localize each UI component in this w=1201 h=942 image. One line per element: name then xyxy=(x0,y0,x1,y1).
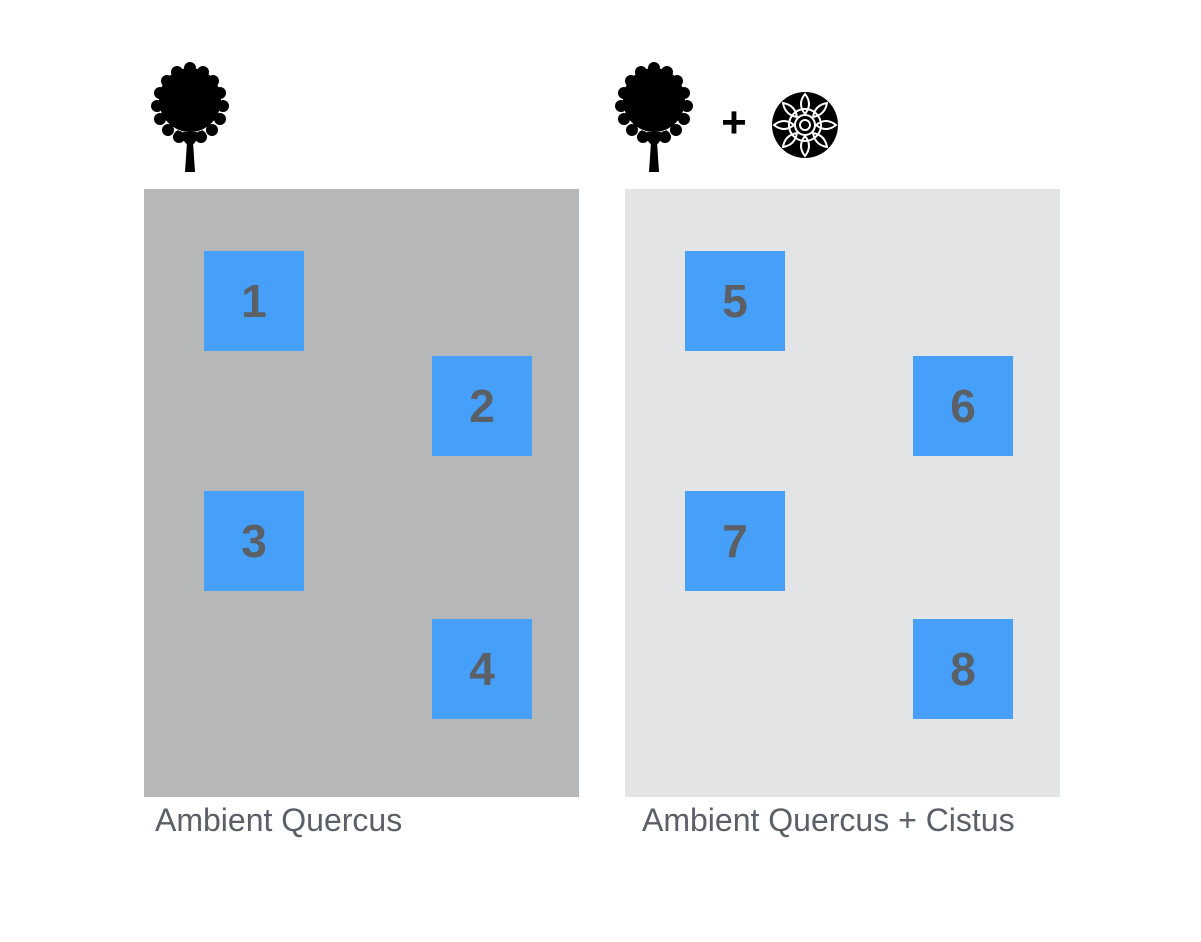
panel-label-right: Ambient Quercus + Cistus xyxy=(642,802,1015,838)
panel-ambient-quercus: 1 2 3 4 xyxy=(144,189,579,797)
plot-box: 1 xyxy=(204,251,304,351)
panel-label-left: Ambient Quercus xyxy=(155,802,403,838)
plot-box: 2 xyxy=(432,356,532,456)
panel-ambient-quercus-cistus: 5 6 7 8 xyxy=(625,189,1060,797)
tree-icon xyxy=(151,62,229,172)
plot-box: 6 xyxy=(913,356,1013,456)
plot-box: 5 xyxy=(685,251,785,351)
plot-box: 3 xyxy=(204,491,304,591)
plot-box: 4 xyxy=(432,619,532,719)
plot-box: 8 xyxy=(913,619,1013,719)
tree-icon xyxy=(615,62,693,172)
plot-box: 7 xyxy=(685,491,785,591)
rose-icon xyxy=(771,91,839,159)
plus-sign: + xyxy=(721,98,747,147)
